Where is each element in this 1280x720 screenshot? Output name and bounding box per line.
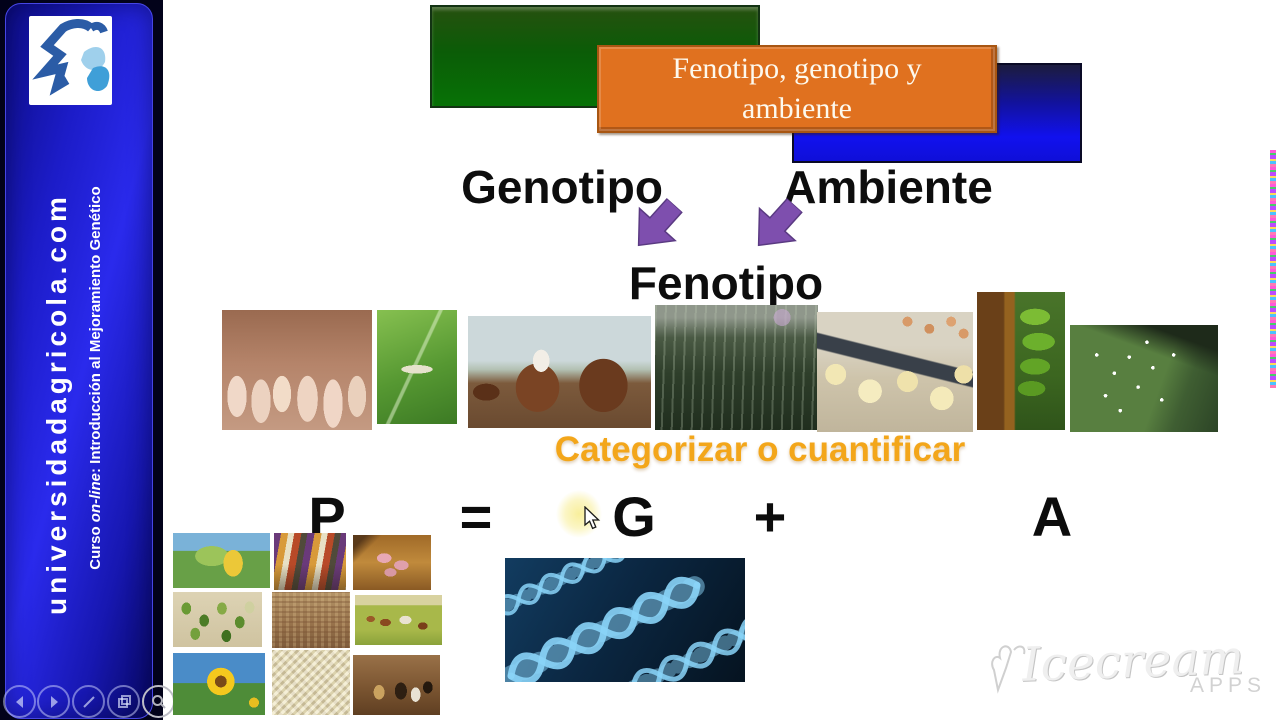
photo-maize-field (655, 305, 818, 430)
collage-green-produce (173, 592, 262, 647)
collage-piglets-in-straw (353, 535, 431, 590)
photo-chicks-and-eggs (817, 312, 973, 432)
pen-button[interactable] (72, 685, 105, 718)
back-button[interactable] (3, 685, 36, 718)
magnifier-button[interactable] (142, 685, 175, 718)
sidebar-course-label: Curso on-line: Introducción al Mejoramie… (87, 133, 107, 623)
collage-duck-flock (272, 650, 350, 715)
equation-a: A (1031, 485, 1073, 548)
equation-g: G (612, 485, 656, 548)
cursor-highlight-halo (556, 490, 602, 538)
photo-brown-cows (468, 316, 651, 428)
collage-corn-plant (173, 533, 270, 588)
course-italic: on-line (87, 473, 104, 523)
sidebar-site-label: universidadagricola.com (41, 193, 72, 615)
video-noise-artifact (1270, 150, 1276, 388)
photo-green-bananas (977, 292, 1065, 430)
sidebar: universidadagricola.com Curso on-line: I… (0, 0, 175, 720)
photo-leaf-with-whiteflies (1070, 325, 1218, 432)
purple-arrow-icon (757, 197, 804, 247)
icecream-squiggle-icon (991, 645, 1026, 694)
collage-sunflower (173, 653, 265, 715)
heading-fenotipo: Fenotipo (628, 257, 824, 309)
sidebar-panel (5, 3, 153, 719)
heading-ambiente: Ambiente (783, 161, 993, 213)
title-box: Fenotipo, genotipo y ambiente (597, 45, 997, 133)
collage-grain-field (272, 592, 350, 648)
course-prefix: Curso (87, 522, 104, 570)
collage-colorful-carrots (274, 533, 346, 590)
heading-genotipo: Genotipo (461, 161, 663, 213)
mouse-cursor-icon (584, 506, 601, 530)
photo-caterpillar-on-leaf (377, 310, 457, 424)
universidad-agricola-logo (29, 16, 112, 105)
forward-button[interactable] (37, 685, 70, 718)
watermark-sub: APPS (1190, 674, 1267, 697)
caption-categorizar: Categorizar o cuantificar (554, 430, 966, 469)
slides-button[interactable] (107, 685, 140, 718)
pen-icon (82, 695, 95, 708)
equation-plus: + (753, 485, 787, 548)
photo-piglets-nursing (222, 310, 372, 430)
back-arrow-icon (15, 695, 23, 708)
course-suffix: : Introducción al Mejoramiento Genético (87, 186, 104, 474)
dna-helix-image (505, 558, 745, 682)
dna-helix-icon (505, 558, 745, 682)
purple-arrow-icon (637, 197, 684, 247)
collage-grazing-cattle (355, 595, 442, 645)
slide-title: Fenotipo, genotipo y ambiente (672, 52, 922, 125)
bull-and-leaves-logo-icon (32, 19, 110, 96)
slides-icon (117, 694, 131, 708)
equation-equals: = (459, 485, 493, 548)
forward-arrow-icon (50, 695, 58, 708)
collage-goats-in-barn (353, 655, 440, 715)
magnifier-icon (151, 694, 166, 709)
